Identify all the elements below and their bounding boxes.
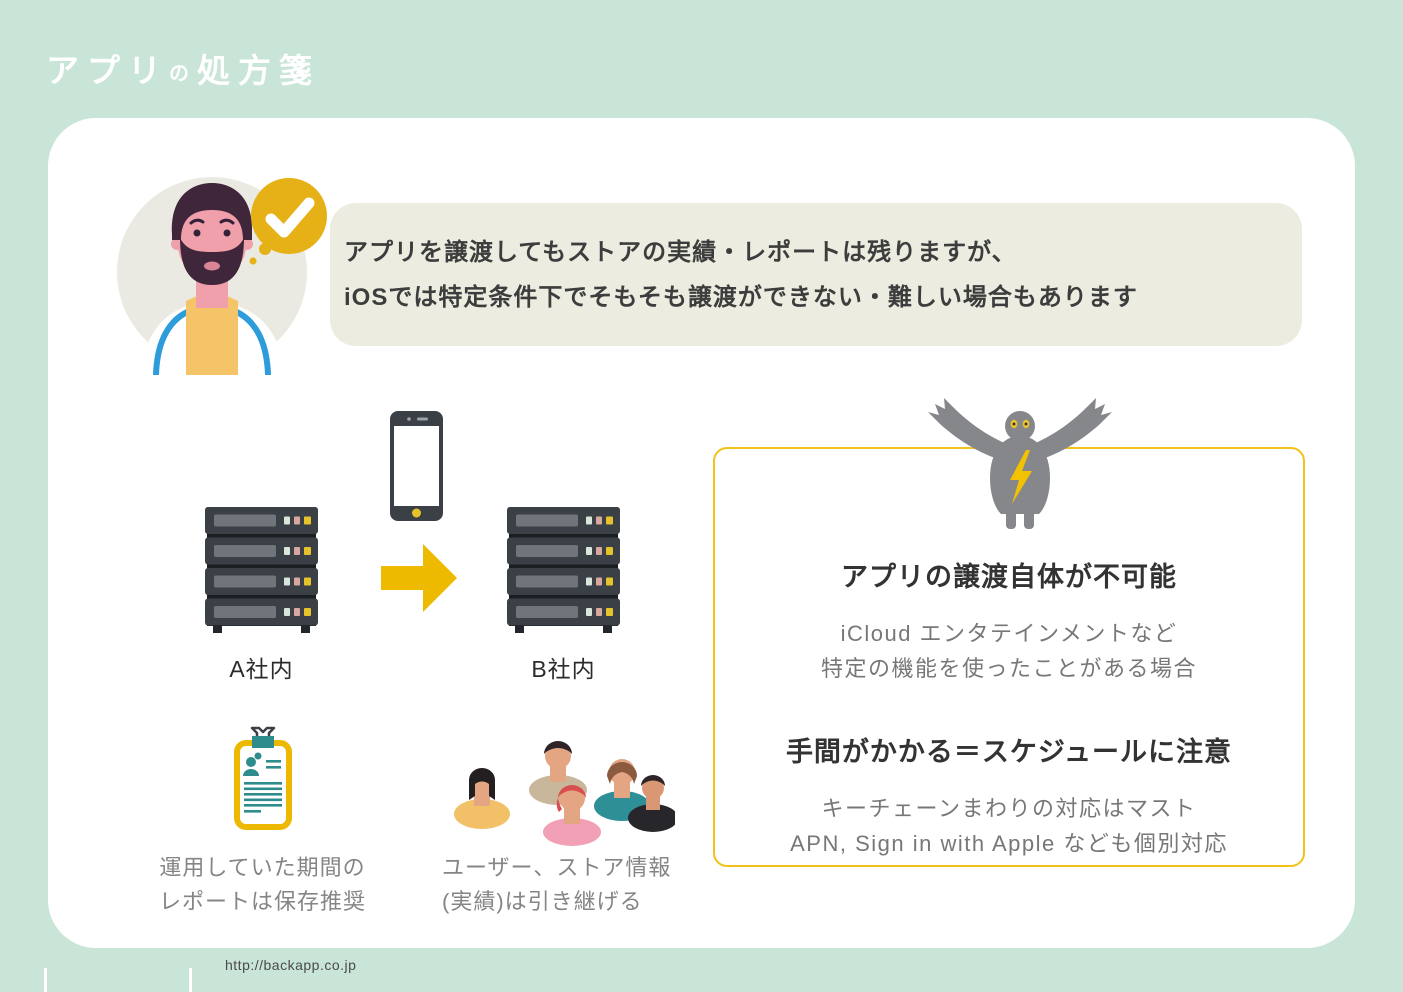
lead-message-line2: iOSでは特定条件下でそもそも譲渡ができない・難しい場合もあります [344,284,1138,311]
report-note: 運用していた期間の レポートは保存推奨 [155,851,370,919]
footer-url: http://backapp.co.jp [225,957,357,973]
checkmark-bubble-icon [249,178,327,265]
page-edge-mark [44,968,47,992]
page-title-part3: 処方箋 [197,52,320,89]
users-note-line1: ユーザー、ストア情報 [442,855,672,880]
smartphone-icon [390,411,443,521]
report-note-line2: レポートは保存推奨 [158,889,366,914]
users-note-line2: (実績)は引き継げる [442,889,643,914]
server-rack-b-icon [507,507,620,633]
user-group-icon [454,741,675,846]
server-b-label: B社内 [531,656,596,682]
bearded-man-icon [117,177,307,375]
warning-body-1-line2: 特定の機能を使ったことがある場合 [820,656,1197,681]
warning-heading-2: 手間がかかる＝スケジュールに注意 [785,737,1233,767]
page-title-part1: アプリ [46,52,169,89]
warning-body-2-line2: APN, Sign in with Apple なども個別対応 [790,831,1228,856]
warning-gap [715,686,1303,730]
lead-message-line1: アプリを譲渡してもストアの実績・レポートは残りますが、 [344,239,1017,266]
monster-icon [928,398,1112,529]
warning-body-1-line1: iCloud エンタテインメントなど [840,621,1178,646]
clipboard-report-icon [234,726,292,830]
report-note-line1: 運用していた期間の [159,855,366,880]
page-title: アプリ の 処方箋 [46,44,320,92]
lead-message-box: アプリを譲渡してもストアの実績・レポートは残りますが、 iOSでは特定条件下でそ… [330,203,1302,346]
server-a-label: A社内 [229,656,294,682]
warning-heading-1: アプリの譲渡自体が不可能 [841,562,1177,592]
page-edge-mark [189,968,192,992]
page-title-part2: の [169,62,197,85]
server-rack-a-icon [205,507,318,633]
arrow-right-icon [381,544,457,612]
warning-box: アプリの譲渡自体が不可能 iCloud エンタテインメントなど 特定の機能を使っ… [713,447,1305,867]
warning-body-2-line1: キーチェーンまわりの対応はマスト [821,796,1197,821]
users-note: ユーザー、ストア情報 (実績)は引き継げる [442,851,671,919]
